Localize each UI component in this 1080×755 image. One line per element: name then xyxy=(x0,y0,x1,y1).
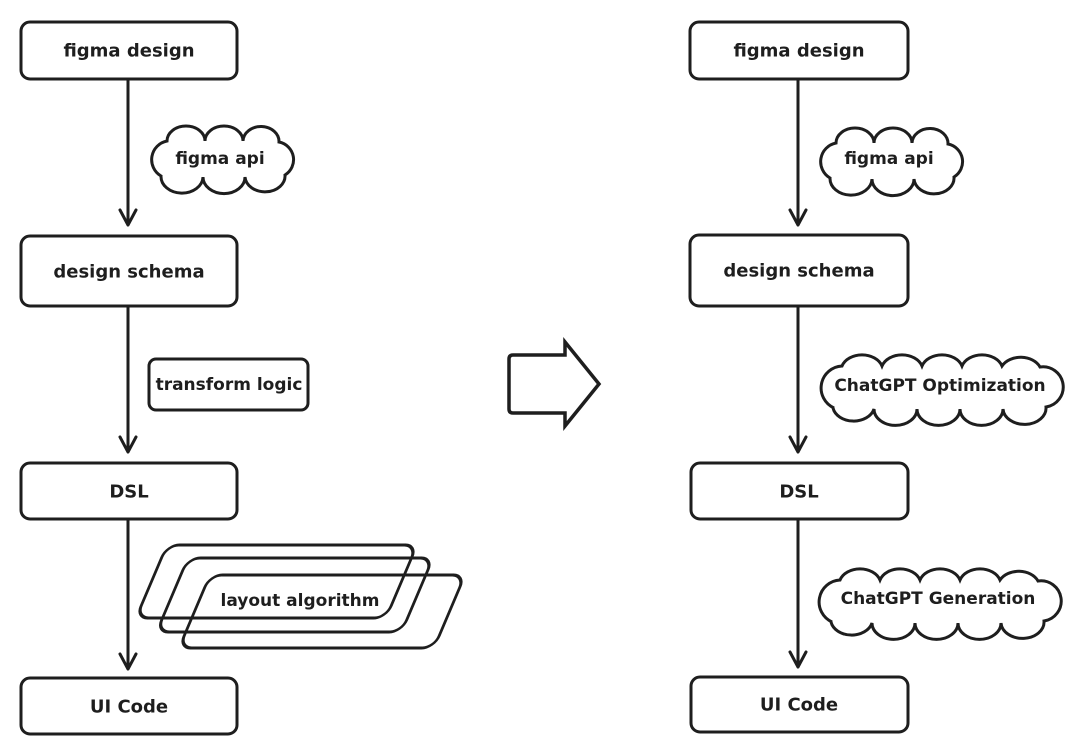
cloud-shape xyxy=(819,353,1065,427)
node-label: design schema xyxy=(53,262,204,283)
annotation-chatgpt-generation: ChatGPT Generation xyxy=(817,567,1063,641)
annotation-label: layout algorithm xyxy=(221,591,380,611)
arrow-figma-design-to-design-schema xyxy=(788,77,808,227)
arrow-design-schema-to-dsl xyxy=(788,304,808,454)
cloud-label: figma api xyxy=(844,149,933,169)
cloud-label: ChatGPT Generation xyxy=(841,589,1036,609)
sheet-front xyxy=(181,573,463,650)
annotation-label: transform logic xyxy=(156,375,303,395)
cloud-shape xyxy=(817,567,1063,641)
annotation-chatgpt-optimization: ChatGPT Optimization xyxy=(819,353,1065,427)
left-flow: figma design figma api design schema tra… xyxy=(19,20,463,736)
right-flow: figma design figma api design schema Cha… xyxy=(688,20,1065,734)
node-box xyxy=(19,676,239,736)
node-box xyxy=(689,675,910,734)
node-label: DSL xyxy=(779,482,818,503)
node-figma-design: figma design xyxy=(19,20,239,81)
node-dsl: DSL xyxy=(19,461,239,521)
arrow-design-schema-to-dsl xyxy=(118,304,138,454)
arrow-dsl-to-ui-code xyxy=(788,517,808,669)
node-label: UI Code xyxy=(90,697,168,718)
node-label: design schema xyxy=(723,261,874,282)
annotation-transform-logic: transform logic xyxy=(147,357,310,412)
node-ui-code: UI Code xyxy=(689,675,910,734)
cloud-shape xyxy=(819,126,964,198)
node-dsl: DSL xyxy=(689,461,910,521)
node-ui-code: UI Code xyxy=(19,676,239,736)
node-design-schema: design schema xyxy=(19,234,239,308)
annotation-figma-api: figma api xyxy=(819,126,964,198)
node-label: figma design xyxy=(733,41,864,62)
annotation-figma-api: figma api xyxy=(150,124,295,196)
node-label: figma design xyxy=(63,41,194,62)
node-label: DSL xyxy=(109,482,148,503)
cloud-shape xyxy=(150,124,295,196)
annotation-box xyxy=(147,357,310,412)
arrow-figma-design-to-design-schema xyxy=(118,77,138,227)
cloud-label: figma api xyxy=(175,149,264,169)
annotation-layout-algorithm: layout algorithm xyxy=(138,543,463,650)
arrow-dsl-to-ui-code xyxy=(118,517,138,671)
cloud-label: ChatGPT Optimization xyxy=(834,376,1045,396)
node-figma-design: figma design xyxy=(688,20,910,81)
right-block-arrow-icon xyxy=(507,337,602,431)
node-label: UI Code xyxy=(760,695,838,716)
node-design-schema: design schema xyxy=(688,233,910,308)
sheet-middle xyxy=(159,556,431,634)
sheet-back xyxy=(138,543,415,620)
